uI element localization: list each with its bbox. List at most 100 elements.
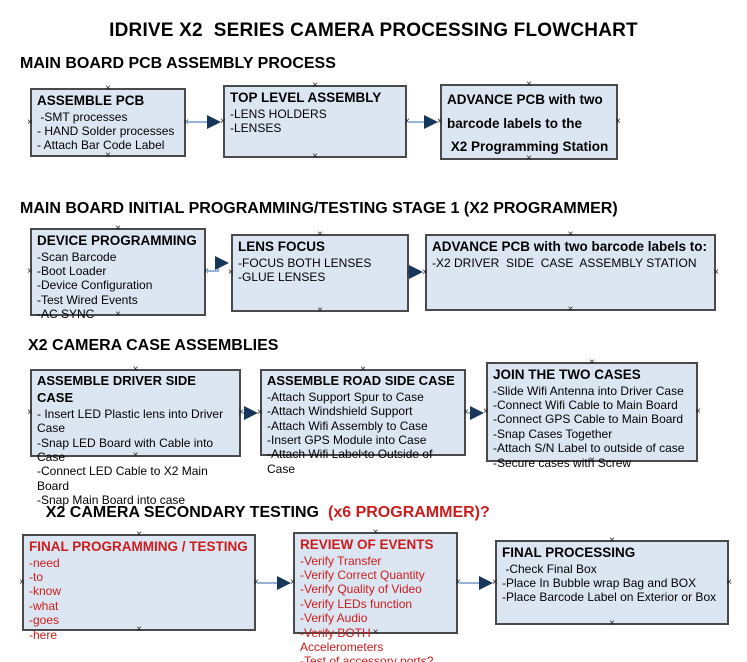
box-lens-focus: LENS FOCUS -FOCUS BOTH LENSES -GLUE LENS… xyxy=(228,230,412,316)
box-item: -Verify Transfer xyxy=(300,553,382,568)
box-item: -Attach Windshield Support xyxy=(267,404,413,419)
box-item: -Connect LED Cable to X2 Main Board xyxy=(37,464,212,493)
box-device-programming: DEVICE PROGRAMMING -Scan Barcode -Boot L… xyxy=(27,224,209,322)
connection-point-bottom: × xyxy=(567,304,574,315)
box-item: -Verify Audio xyxy=(300,611,368,626)
box-assemble-pcb: ASSEMBLE PCB -SMT processes - HAND Solde… xyxy=(27,84,189,161)
box-item: -GLUE LENSES xyxy=(238,269,326,284)
connector-arrow xyxy=(206,256,229,272)
box-line: barcode labels to the xyxy=(447,115,583,131)
flowchart-title: IDRIVE X2 SERIES CAMERA PROCESSING FLOWC… xyxy=(109,20,638,41)
box-item: -Boot Loader xyxy=(37,263,107,278)
box-item: -Insert GPS Module into Case xyxy=(267,433,427,448)
box-title: FINAL PROGRAMMING / TESTING xyxy=(29,539,248,554)
connection-point-left: × xyxy=(257,406,263,418)
connection-point-left: × xyxy=(483,406,489,417)
box-title: ADVANCE PCB with two barcode labels to: xyxy=(432,239,708,254)
box-item: -SMT processes xyxy=(37,109,128,124)
connection-point-left: × xyxy=(228,267,234,278)
connection-point-right: × xyxy=(183,116,189,128)
box-title: ASSEMBLE ROAD SIDE CASE xyxy=(267,373,455,388)
connection-point-right: × xyxy=(238,407,244,418)
connection-point-right: × xyxy=(455,577,461,588)
connection-point-left: × xyxy=(290,577,296,588)
box-join-the-two-cases: JOIN THE TWO CASES -Slide Wifi Antenna i… xyxy=(483,358,701,470)
box-assemble-road-side-case: ASSEMBLE ROAD SIDE CASE -Attach Support … xyxy=(257,365,469,476)
section-heading-black-part: X2 CAMERA SECONDARY TESTING xyxy=(45,504,319,521)
box-item: - Insert LED Plastic lens into Driver Ca… xyxy=(37,406,227,436)
connection-point-left: × xyxy=(27,407,33,418)
connection-point-right: × xyxy=(726,576,732,588)
connection-point-right: × xyxy=(253,576,259,588)
connection-point-bottom: × xyxy=(609,618,615,629)
box-item: -Device Configuration xyxy=(37,278,153,293)
box-line: X2 Programming Station xyxy=(447,139,609,155)
box-final-processing: FINAL PROCESSING -Check Final Box -Place… xyxy=(492,536,732,629)
box-item: -AC SYNC xyxy=(37,307,95,322)
box-item: -Test of accessory ports? xyxy=(300,654,434,662)
box-item: -what xyxy=(29,598,59,613)
box-item: -Scan Barcode xyxy=(37,249,117,264)
box-item: -LENSES xyxy=(230,120,282,135)
box-item: -need xyxy=(29,555,60,570)
connection-point-bottom: × xyxy=(317,305,323,316)
connection-point-left: × xyxy=(27,116,33,128)
box-item: -Verify Correct Quantity xyxy=(300,567,425,582)
connection-point-left: × xyxy=(422,266,428,278)
box-title: TOP LEVEL ASSEMBLY xyxy=(230,90,382,105)
connection-point-bottom: × xyxy=(312,151,318,162)
box-advance-pcb-programming-station: ADVANCE PCB with two barcode labels to t… xyxy=(437,80,621,164)
box-item: -here xyxy=(29,627,58,642)
box-item: -Attach Wifi Assembly to Case xyxy=(267,418,428,433)
box-item: -Connect Wifi Cable to Main Board xyxy=(493,397,678,412)
connection-point-right: × xyxy=(615,116,621,127)
connection-point-right: × xyxy=(203,266,209,277)
box-title: DEVICE PROGRAMMING xyxy=(37,233,197,248)
box-advance-pcb-driver-side: ADVANCE PCB with two barcode labels to: … xyxy=(422,230,719,315)
box-item: -to xyxy=(29,569,44,584)
box-item: -Snap Cases Together xyxy=(493,426,613,441)
box-item: -Attach Wifi Label to Outside of Case xyxy=(267,447,436,476)
box-item: -FOCUS BOTH LENSES xyxy=(238,255,372,270)
box-item: - HAND Solder processes xyxy=(37,123,175,138)
box-title: ASSEMBLE DRIVER SIDE CASE xyxy=(37,373,200,405)
connection-point-left: × xyxy=(19,576,25,588)
box-title: FINAL PROCESSING xyxy=(502,545,636,560)
box-item: -know xyxy=(29,584,62,599)
section-heading-case-assemblies: X2 CAMERA CASE ASSEMBLIES xyxy=(28,337,279,354)
box-title: ASSEMBLE PCB xyxy=(37,93,145,108)
connection-point-left: × xyxy=(220,115,226,127)
box-item: -Verify BOTH Accelerometers xyxy=(300,625,384,654)
section-heading-red-part: (x6 PROGRAMMER)? xyxy=(328,504,490,521)
connection-point-right: × xyxy=(406,267,412,278)
box-item: -Snap Main Board into case xyxy=(37,493,186,508)
box-item: -goes xyxy=(29,613,60,628)
box-item: -Slide Wifi Antenna into Driver Case xyxy=(493,383,684,398)
box-line: ADVANCE PCB with two xyxy=(447,92,603,107)
box-item: -Secure cases with Screw xyxy=(493,455,632,470)
section-heading-initial-programming: MAIN BOARD INITIAL PROGRAMMING/TESTING S… xyxy=(20,200,618,217)
box-final-programming-testing: FINAL PROGRAMMING / TESTING -need -to -k… xyxy=(19,530,259,642)
connection-point-left: × xyxy=(437,116,443,127)
box-item: -Snap LED Board with Cable into Case xyxy=(37,435,217,464)
box-assemble-driver-side-case: ASSEMBLE DRIVER SIDE CASE - Insert LED P… xyxy=(27,365,244,508)
box-item: -Attach Support Spur to Case xyxy=(267,389,424,404)
box-top-level-assembly: TOP LEVEL ASSEMBLY -LENS HOLDERS -LENSES… xyxy=(220,81,410,162)
box-title: JOIN THE TWO CASES xyxy=(493,367,641,382)
box-item: - Attach Bar Code Label xyxy=(37,138,165,153)
section-heading-secondary-testing: X2 CAMERA SECONDARY TESTING (x6 PROGRAMME… xyxy=(28,486,490,540)
connection-point-right: × xyxy=(713,266,719,278)
box-item: -Verify LEDs function xyxy=(300,596,413,611)
box-item: -X2 DRIVER SIDE CASE ASSEMBLY STATION xyxy=(432,255,697,270)
connection-point-left: × xyxy=(27,266,33,277)
box-item: -Place In Bubble wrap Bag and BOX xyxy=(502,575,697,590)
box-item: -Connect GPS Cable to Main Board xyxy=(493,412,684,427)
box-item: -LENS HOLDERS xyxy=(230,106,327,121)
box-item: -Check Final Box xyxy=(502,561,597,576)
box-item: -Verify Quality of Video xyxy=(300,582,422,597)
box-title: LENS FOCUS xyxy=(238,239,326,254)
box-item: -Test Wired Events xyxy=(37,292,138,307)
box-item: -Attach S/N Label to outside of case xyxy=(493,441,685,456)
box-review-of-events: REVIEW OF EVENTS -Verify Transfer -Verif… xyxy=(290,528,461,662)
